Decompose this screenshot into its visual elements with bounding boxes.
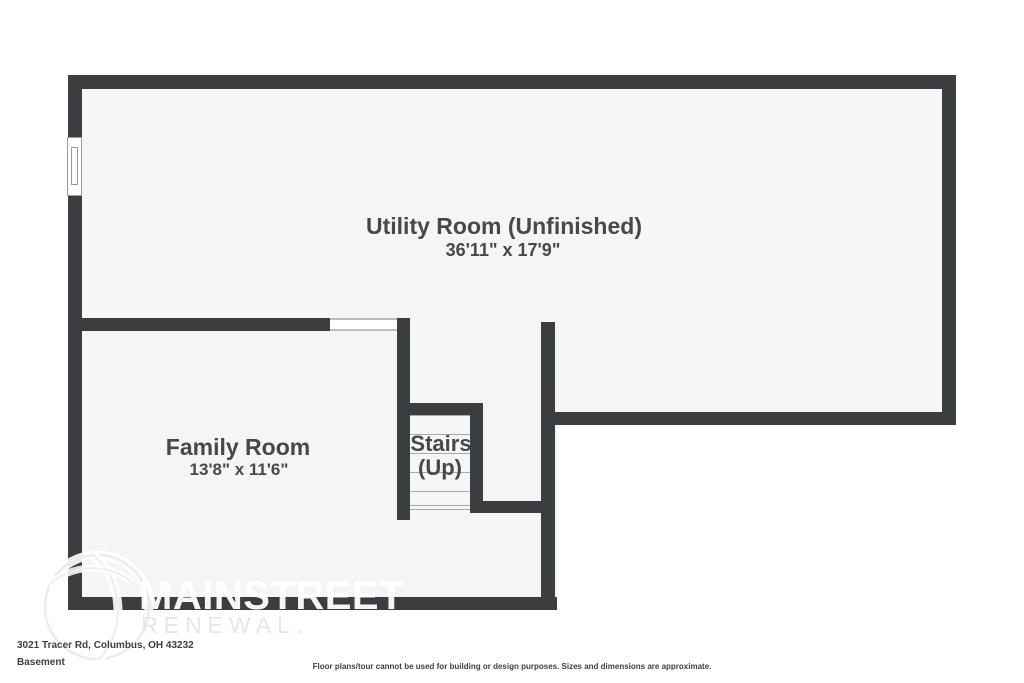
property-address: 3021 Tracer Rd, Columbus, OH 43232 bbox=[17, 640, 194, 651]
watermark-brand-top: MAINSTREET bbox=[139, 574, 404, 618]
wall-stairwell-top bbox=[397, 403, 483, 415]
wall-under-stairs bbox=[470, 501, 555, 513]
wall-bottom-exterior bbox=[68, 597, 557, 610]
wall-stairwell-left bbox=[397, 318, 410, 520]
wall-right-exterior bbox=[942, 75, 956, 423]
floor-level-label: Basement bbox=[17, 657, 65, 668]
wall-family-utility-divider bbox=[68, 318, 330, 331]
stair-step-line bbox=[410, 472, 470, 473]
stair-step-line bbox=[410, 491, 470, 492]
floor-area-family bbox=[68, 75, 557, 610]
stairs-label: Stairs bbox=[410, 431, 472, 456]
stair-step-line bbox=[410, 434, 470, 435]
utility-room-label: Utility Room (Unfinished) bbox=[366, 213, 642, 239]
disclaimer-text: Floor plans/tour cannot be used for buil… bbox=[312, 662, 712, 671]
stair-step-line bbox=[410, 415, 470, 416]
window-icon bbox=[67, 137, 82, 196]
stairs-area bbox=[410, 415, 470, 510]
stair-step-line bbox=[410, 505, 470, 506]
mainstreet-renewal-logo-icon bbox=[40, 550, 154, 664]
utility-room-dimensions: 36'11" x 17'9" bbox=[445, 240, 561, 260]
stair-step-line bbox=[410, 453, 470, 454]
watermark-brand-bottom: RENEWAL. bbox=[141, 612, 309, 638]
wall-left-exterior bbox=[68, 75, 82, 610]
family-room-label: Family Room bbox=[165, 434, 311, 460]
window-pane bbox=[71, 147, 78, 185]
wall-middle-vertical bbox=[541, 322, 555, 610]
door-opening bbox=[330, 318, 397, 331]
wall-top-exterior bbox=[68, 75, 956, 89]
stairs-direction-label: (Up) bbox=[418, 455, 462, 480]
wall-utility-bottom bbox=[541, 412, 956, 425]
family-room-dimensions: 13'8" x 11'6" bbox=[189, 460, 289, 479]
wall-stairwell-right bbox=[470, 403, 483, 513]
